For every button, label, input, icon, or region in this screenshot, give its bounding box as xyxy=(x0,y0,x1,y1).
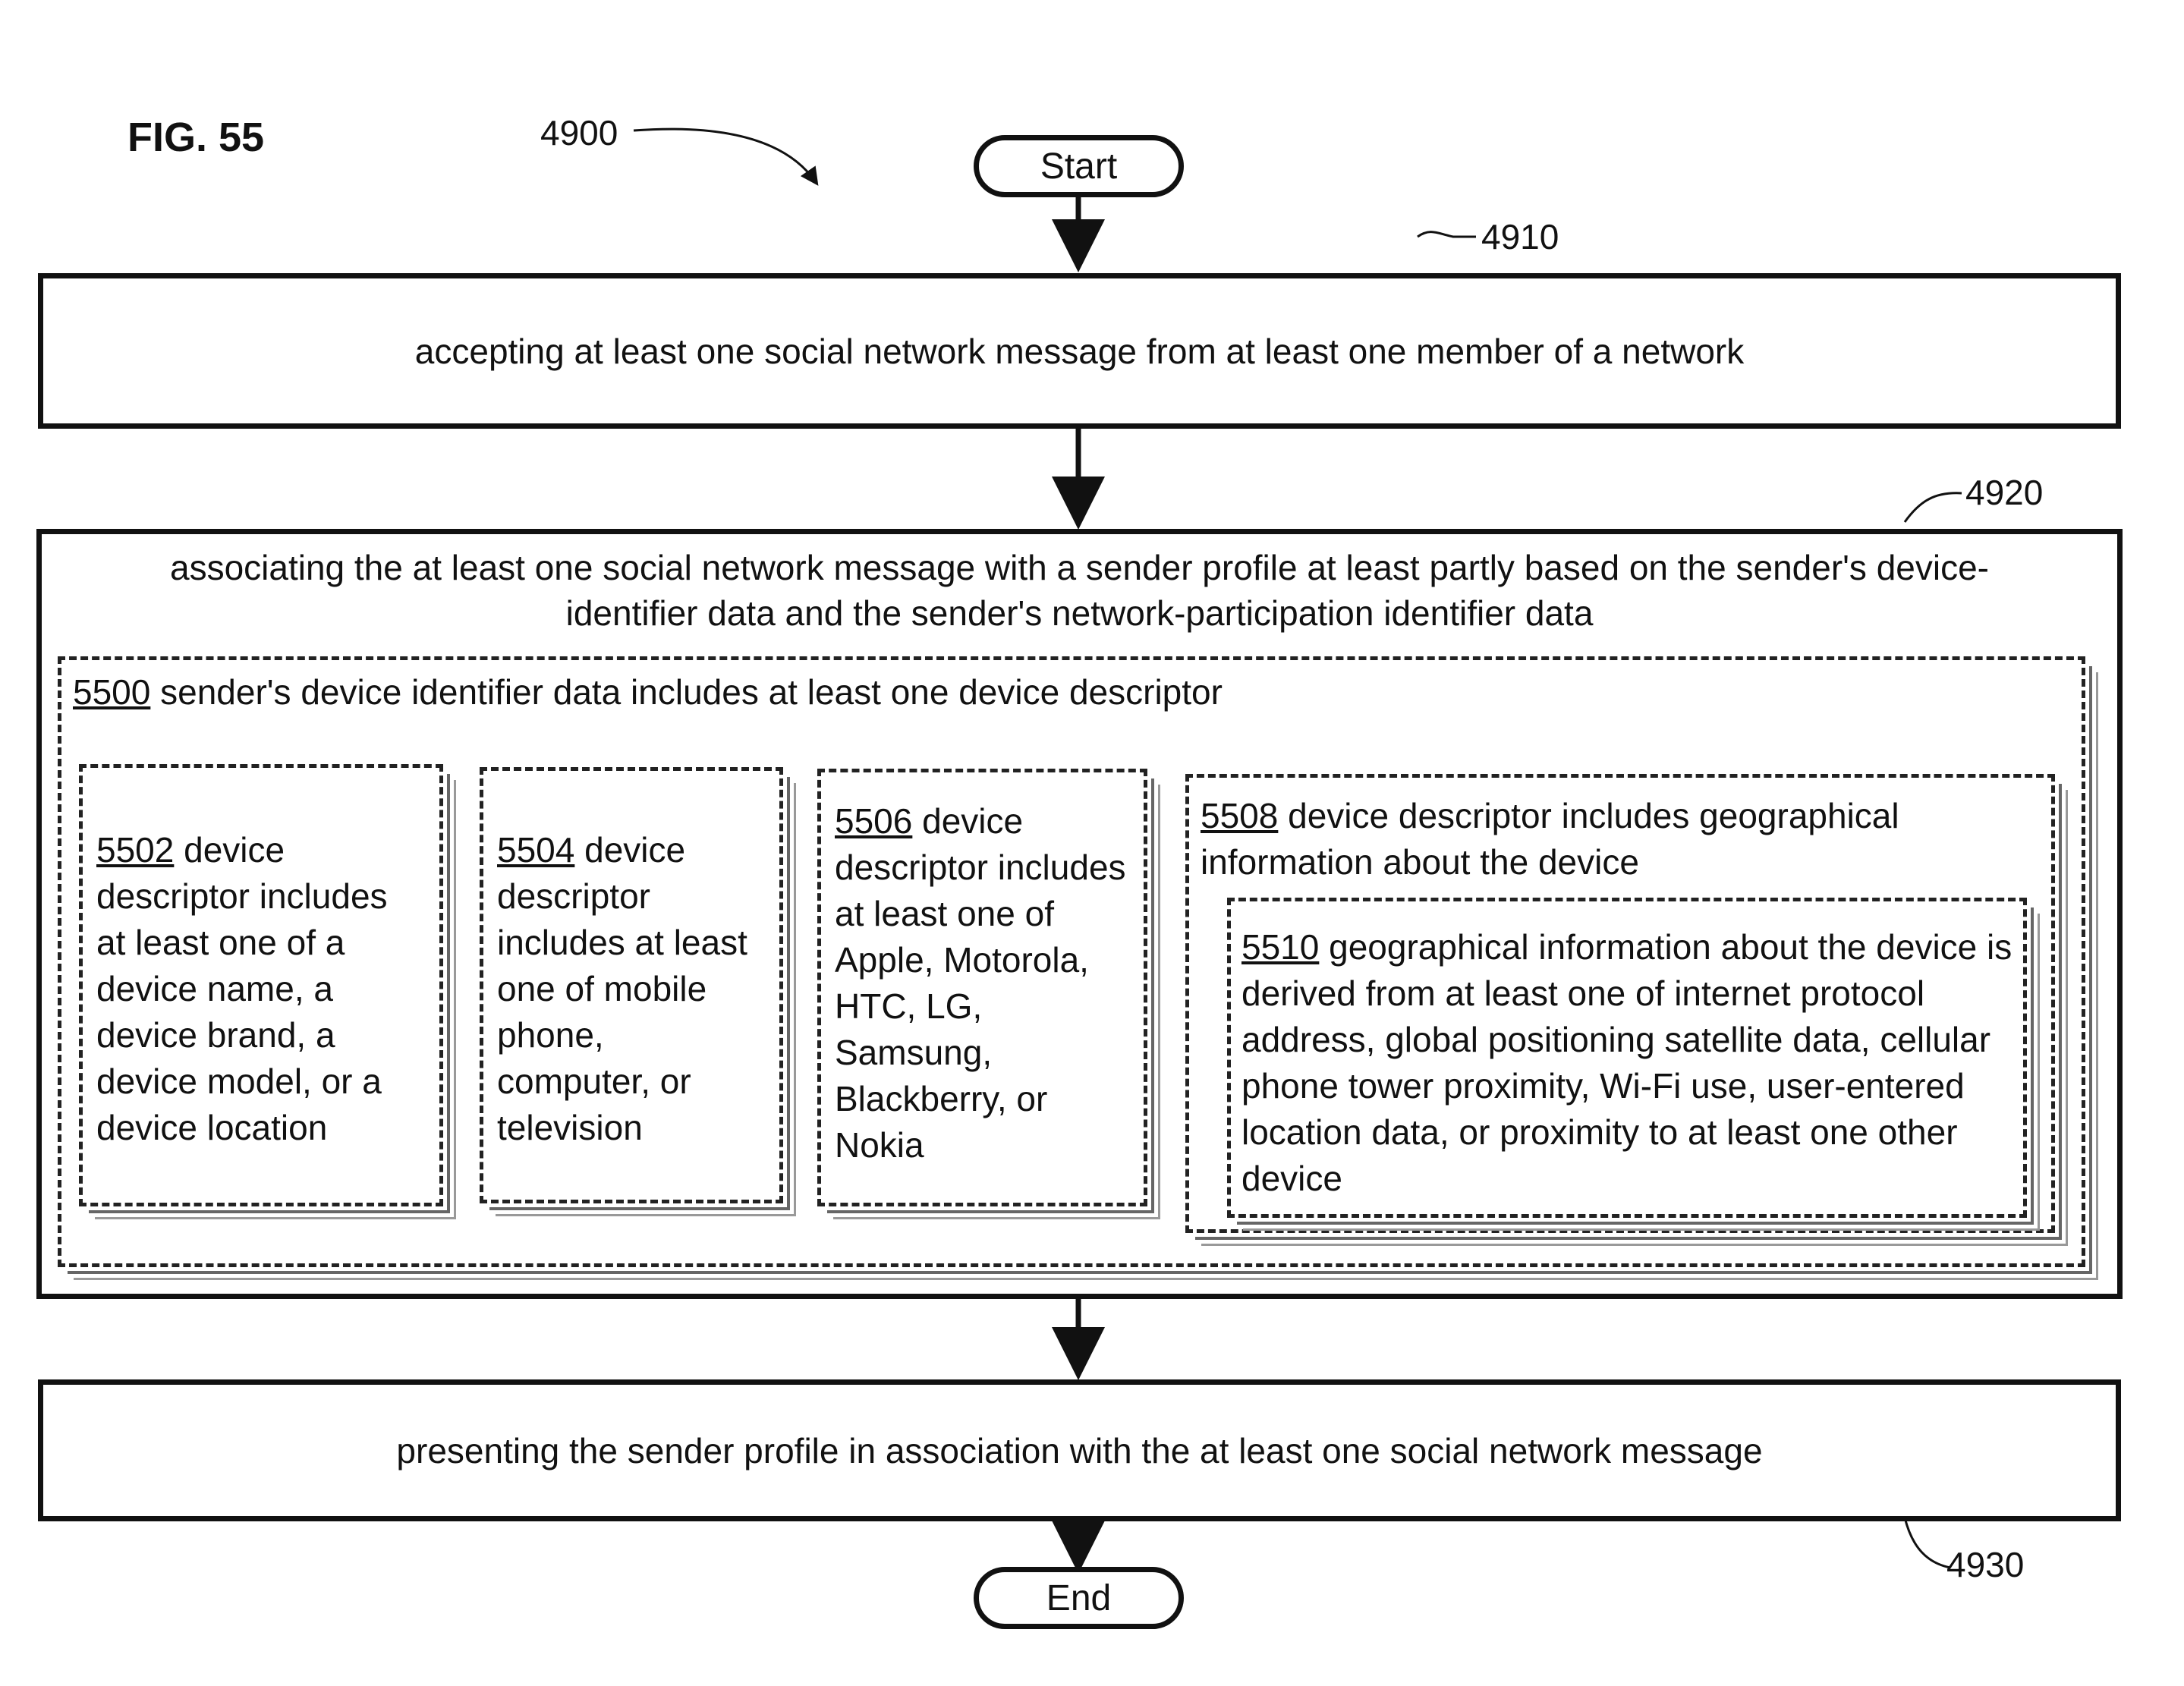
step-4920-text-line2: identifier data and the sender's network… xyxy=(65,590,2094,636)
box-5508-text: 5508 device descriptor includes geograph… xyxy=(1189,778,2051,901)
step-4920-text: associating the at least one social netw… xyxy=(42,545,2117,636)
box-5506-label: device descriptor includes at least one … xyxy=(835,801,1126,1165)
ref-5500: 5500 xyxy=(73,672,150,712)
box-5510: 5510 geographical information about the … xyxy=(1227,898,2027,1218)
box-5502: 5502 device descriptor includes at least… xyxy=(79,764,443,1206)
step-4910-box: accepting at least one social network me… xyxy=(38,273,2121,429)
leader-4900 xyxy=(634,129,816,182)
box-5504-text: 5504 device descriptor includes at least… xyxy=(483,771,779,1163)
figure-label: FIG. 55 xyxy=(127,114,264,161)
box-5508-label: device descriptor includes geographical … xyxy=(1201,796,1899,882)
box-5510-label: geographical information about the devic… xyxy=(1241,927,2012,1198)
box-5500-text: 5500 sender's device identifier data inc… xyxy=(61,660,2082,725)
ref-4920: 4920 xyxy=(1965,472,2043,513)
box-5500-label: sender's device identifier data includes… xyxy=(150,672,1223,712)
ref-4930: 4930 xyxy=(1946,1544,2024,1585)
end-label: End xyxy=(1046,1577,1111,1619)
box-5502-text: 5502 device descriptor includes at least… xyxy=(83,768,439,1163)
leader-4920 xyxy=(1905,493,1962,522)
ref-4910: 4910 xyxy=(1481,216,1559,257)
box-5506: 5506 device descriptor includes at least… xyxy=(817,769,1147,1206)
step-4920-text-line1: associating the at least one social netw… xyxy=(65,545,2094,590)
step-4910-text: accepting at least one social network me… xyxy=(43,278,2116,423)
start-terminal: Start xyxy=(974,135,1184,197)
leader-4910 xyxy=(1418,232,1476,237)
step-4930-box: presenting the sender profile in associa… xyxy=(38,1379,2121,1521)
ref-5506: 5506 xyxy=(835,801,912,841)
box-5502-label: device descriptor includes at least one … xyxy=(96,830,388,1147)
ref-4900: 4900 xyxy=(540,112,618,153)
ref-5508: 5508 xyxy=(1201,796,1278,835)
box-5504-label: device descriptor includes at least one … xyxy=(497,830,747,1147)
step-4930-text: presenting the sender profile in associa… xyxy=(43,1385,2116,1516)
box-5506-text: 5506 device descriptor includes at least… xyxy=(821,772,1144,1181)
leader-4930 xyxy=(1905,1518,1950,1568)
ref-5502: 5502 xyxy=(96,830,174,870)
ref-5510: 5510 xyxy=(1241,927,1319,967)
start-label: Start xyxy=(1040,146,1117,187)
ref-5504: 5504 xyxy=(497,830,574,870)
box-5504: 5504 device descriptor includes at least… xyxy=(480,767,783,1203)
end-terminal: End xyxy=(974,1567,1184,1629)
box-5510-text: 5510 geographical information about the … xyxy=(1231,901,2023,1209)
